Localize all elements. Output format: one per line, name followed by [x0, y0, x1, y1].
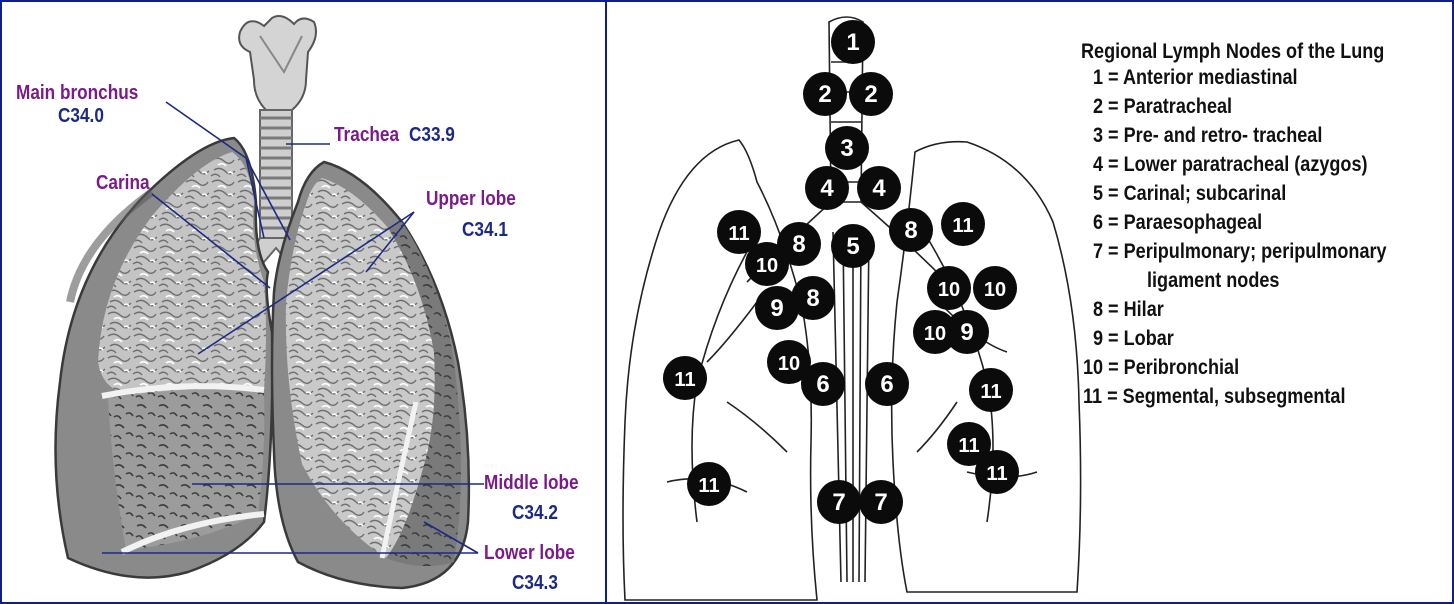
lymph-node-8: 8 [889, 208, 933, 252]
lymph-node-7: 7 [817, 480, 861, 524]
legend-item: ligament nodes [1147, 267, 1279, 294]
trachea-code: C33.9 [409, 124, 455, 146]
lymph-node-label: 11 [980, 381, 1001, 403]
lymph-node-10: 10 [745, 242, 789, 286]
lymph-node-1: 1 [831, 20, 875, 64]
lymph-node-label: 10 [938, 279, 960, 301]
left-panel-lung-anatomy: Main bronchus C34.0 Trachea C33.9 Carina… [0, 0, 607, 604]
legend-item: 9 = Lobar [1093, 325, 1174, 352]
lymph-node-label: 8 [792, 231, 805, 258]
lymph-node-label: 8 [806, 285, 819, 312]
lymph-node-label: 7 [832, 489, 845, 516]
legend-item: 11 = Segmental, subsegmental [1083, 383, 1345, 410]
lymph-node-label: 4 [872, 175, 886, 202]
lymph-node-label: 3 [840, 135, 853, 162]
left-lung-shape [272, 162, 469, 588]
lymph-nodes-layer: 1223445881111101010989101011116611111177 [663, 20, 1019, 524]
lymph-node-label: 10 [756, 255, 778, 277]
legend-item: 4 = Lower paratracheal (azygos) [1093, 151, 1368, 178]
lymph-node-10: 10 [913, 310, 957, 354]
legend-item: 1 = Anterior mediastinal [1093, 64, 1298, 91]
upper-lobe-code: C34.1 [462, 219, 508, 241]
main-bronchus-code: C34.0 [58, 105, 104, 127]
label-lower-lobe: Lower lobe [484, 542, 575, 564]
lymph-node-label: 4 [820, 175, 834, 202]
lymph-node-label: 9 [960, 319, 973, 346]
lymph-node-label: 11 [674, 369, 695, 391]
lymph-node-label: 6 [880, 371, 893, 398]
main-bronchus-name: Main bronchus [16, 82, 138, 104]
lymph-node-7: 7 [859, 480, 903, 524]
lymph-node-label: 10 [924, 323, 946, 345]
legend-item: 3 = Pre- and retro- tracheal [1093, 122, 1322, 149]
lymph-node-4: 4 [857, 166, 901, 210]
lymph-node-2: 2 [849, 72, 893, 116]
trachea-name: Trachea [334, 124, 399, 146]
lymph-node-label: 11 [952, 215, 973, 237]
middle-lobe-code: C34.2 [512, 502, 558, 524]
lymph-node-11: 11 [663, 356, 707, 400]
lymph-node-label: 11 [698, 475, 719, 497]
lymph-node-label: 7 [874, 489, 887, 516]
lymph-node-11: 11 [687, 462, 731, 506]
label-trachea: Trachea C33.9 [334, 124, 455, 146]
lymph-node-10: 10 [973, 266, 1017, 310]
legend-item: 7 = Peripulmonary; peripulmonary [1093, 238, 1387, 265]
legend-item: 6 = Paraesophageal [1093, 209, 1262, 236]
legend-item: 2 = Paratracheal [1093, 93, 1232, 120]
lymph-node-label: 11 [986, 463, 1007, 485]
lymph-node-label: 2 [864, 81, 877, 108]
legend-title: Regional Lymph Nodes of the Lung [1081, 38, 1384, 65]
lymph-node-8: 8 [791, 276, 835, 320]
lymph-node-5: 5 [831, 224, 875, 268]
lymph-node-4: 4 [805, 166, 849, 210]
lymph-node-3: 3 [825, 126, 869, 170]
lymph-node-label: 5 [846, 233, 859, 260]
lymph-node-label: 8 [904, 217, 917, 244]
lymph-node-11: 11 [941, 202, 985, 246]
lymph-node-6: 6 [865, 362, 909, 406]
legend-item: 8 = Hilar [1093, 296, 1164, 323]
lymph-node-11: 11 [975, 450, 1019, 494]
lower-lobe-code: C34.3 [512, 572, 558, 594]
lymph-node-label: 1 [846, 29, 859, 56]
label-upper-lobe: Upper lobe [426, 188, 516, 210]
lymph-node-label: 11 [728, 223, 749, 245]
lymph-node-label: 9 [770, 295, 783, 322]
lymph-node-label: 10 [778, 353, 800, 375]
lymph-node-label: 2 [818, 81, 831, 108]
label-main-bronchus: Main bronchus [16, 82, 138, 104]
label-carina: Carina [96, 172, 150, 194]
lymph-node-11: 11 [969, 368, 1013, 412]
legend-item: 5 = Carinal; subcarinal [1093, 180, 1286, 207]
lymph-node-label: 10 [984, 279, 1006, 301]
lymph-node-label: 6 [816, 371, 829, 398]
lymph-node-6: 6 [801, 362, 845, 406]
lymph-node-10: 10 [927, 266, 971, 310]
lymph-node-label: 11 [958, 435, 979, 457]
label-middle-lobe: Middle lobe [484, 472, 579, 494]
legend-item: 10 = Peribronchial [1083, 354, 1239, 381]
lymph-node-2: 2 [803, 72, 847, 116]
